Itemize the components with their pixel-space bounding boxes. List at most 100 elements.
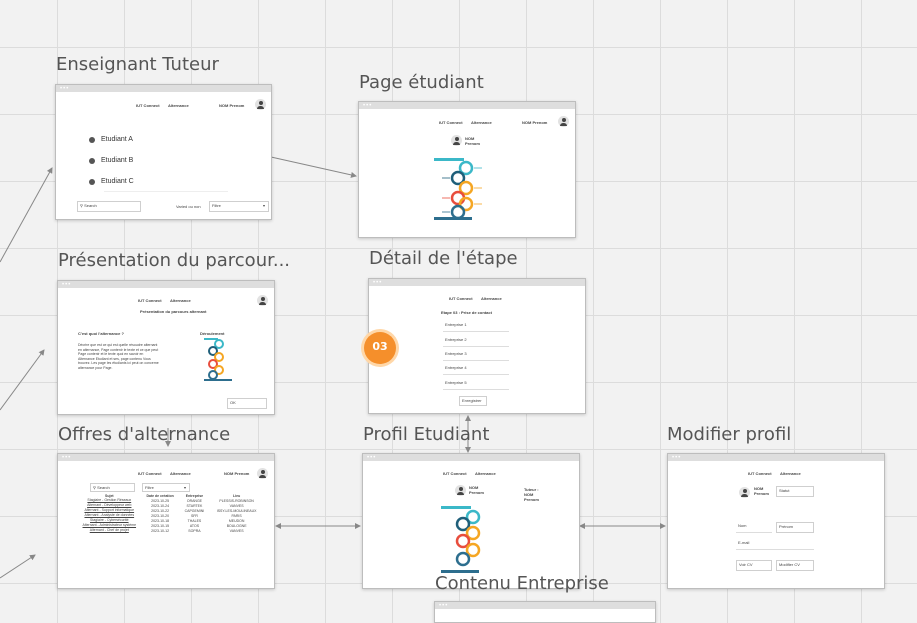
company-row[interactable]: Entreprise 2 — [443, 336, 509, 347]
prenom-field[interactable]: Prénom — [776, 522, 814, 533]
company-row[interactable]: Entreprise 4 — [443, 364, 509, 375]
nom-field[interactable]: Nom — [736, 522, 772, 533]
filter-select[interactable]: Filtre ▾ — [142, 483, 190, 492]
window-bar: ••• — [369, 279, 585, 286]
search-icon: ⚲ — [80, 203, 83, 208]
table-cell: 2023-10-22 — [151, 508, 170, 513]
column-header[interactable]: Date de création — [146, 494, 174, 498]
nav-section[interactable]: Alternance — [471, 120, 492, 125]
frame-enseignant-tuteur[interactable]: ••• IUT Connect Alternance NOM Prenom Et… — [55, 84, 272, 220]
avatar-icon[interactable] — [257, 295, 268, 306]
frame-offres-alternance[interactable]: ••• IUT Connect Alternance NOM Prenom ⚲ … — [57, 453, 275, 589]
user-icon — [89, 157, 95, 164]
nav-section[interactable]: Alternance — [170, 298, 191, 303]
window-bar: ••• — [359, 102, 575, 109]
nav-section[interactable]: Alternance — [168, 103, 189, 108]
table-cell: CAPGEMINI — [184, 508, 205, 513]
student-avatar-icon — [739, 487, 750, 498]
filter-value: Filtre — [145, 485, 154, 490]
student-label: Etudiant B — [101, 157, 134, 164]
nav-section[interactable]: Alternance — [780, 471, 801, 476]
offers-table: Sujet Date de création Entreprise Lieu S… — [78, 494, 264, 533]
steps-title: Déroulement — [200, 331, 225, 336]
table-cell: Alternant - Administrateur système — [82, 522, 137, 527]
brand: IUT Connect — [138, 298, 162, 303]
view-cv-button[interactable]: Voir CV — [736, 560, 772, 571]
step-heading: Etape 03 : Prise de contact — [441, 310, 492, 315]
student-item[interactable]: Etudiant C — [89, 178, 134, 185]
table-header-row: Sujet Date de création Entreprise Lieu — [78, 494, 264, 498]
nav-section[interactable]: Alternance — [481, 296, 502, 301]
company-row[interactable]: Entreprise 1 — [443, 321, 509, 332]
frame-title-presentation: Présentation du parcour... — [58, 250, 291, 271]
table-cell: ORANGE — [186, 498, 203, 503]
avatar-icon[interactable] — [257, 468, 268, 479]
user-icon — [89, 136, 95, 143]
email-field[interactable]: E-mail — [736, 539, 814, 550]
table-cell: 2023-10-24 — [151, 503, 170, 508]
chevron-down-icon: ▾ — [183, 485, 186, 490]
company-row[interactable]: Entreprise 5 — [443, 379, 509, 390]
nav-section[interactable]: Alternance — [170, 471, 191, 476]
table-cell: PARIS — [231, 513, 242, 518]
frame-detail-etape[interactable]: ••• IUT Connect Alternance Etape 03 : Pr… — [368, 278, 586, 414]
company-row[interactable]: Entreprise 3 — [443, 350, 509, 361]
avatar-icon[interactable] — [558, 116, 569, 127]
save-button[interactable]: Enregistrer — [459, 396, 487, 406]
table-cell: Alternant - Chef de projet — [89, 527, 129, 532]
student-avatar-icon — [451, 135, 462, 146]
search-input[interactable]: ⚲ Search — [77, 201, 141, 212]
edit-cv-button[interactable]: Modifier CV — [776, 560, 814, 571]
search-placeholder: Search — [84, 203, 97, 208]
table-row[interactable]: Alternant - Analyste de données 2023-10-2… — [78, 513, 264, 518]
search-input[interactable]: ⚲ Search — [90, 483, 135, 492]
table-cell: ATOS — [189, 523, 200, 528]
table-row[interactable]: Alternant - Développeur web 2023-10-24 STA… — [78, 503, 264, 508]
column-header[interactable]: Entreprise — [185, 494, 204, 498]
student-item[interactable]: Etudiant B — [89, 157, 133, 164]
status-field[interactable]: Statut — [776, 486, 814, 497]
table-cell: VANVES — [229, 503, 244, 508]
frame-profil-etudiant[interactable]: ••• IUT Connect Alternance NOM Prenom Tu… — [362, 453, 580, 589]
window-bar: ••• — [435, 602, 655, 609]
frame-contenu-entreprise[interactable]: ••• — [434, 601, 656, 623]
frame-title-profil: Profil Etudiant — [363, 424, 490, 445]
frame-title-page-etudiant: Page étudiant — [359, 72, 484, 93]
student-label: Etudiant C — [101, 178, 134, 185]
brand: IUT Connect — [449, 296, 473, 301]
table-cell: MEUDON — [228, 518, 245, 523]
column-header[interactable]: Sujet — [105, 494, 114, 498]
student-avatar-icon — [455, 485, 466, 496]
frame-presentation[interactable]: ••• IUT Connect Alternance Présentation … — [57, 280, 275, 415]
brand: IUT Connect — [439, 120, 463, 125]
table-cell: Stagiaire - Cybersécurité — [90, 517, 129, 522]
nav-section[interactable]: Alternance — [475, 471, 496, 476]
steps-infographic — [441, 506, 481, 573]
frame-modifier-profil[interactable]: ••• IUT Connect Alternance NOM Prenom St… — [667, 453, 885, 589]
student-label: Etudiant A — [101, 136, 133, 143]
table-cell: STARTEK — [186, 503, 203, 508]
student-name: NOM Prenom — [465, 136, 480, 146]
student-item[interactable]: Etudiant A — [89, 136, 133, 143]
steps-infographic — [434, 158, 482, 220]
filter-value: Filtre — [212, 203, 221, 208]
filter-select[interactable]: Filtre▾ — [209, 201, 269, 212]
brand: IUT Connect — [138, 471, 162, 476]
frame-title-modifier: Modifier profil — [667, 424, 792, 445]
window-bar: ••• — [668, 454, 884, 461]
ok-button[interactable]: OK — [227, 398, 267, 409]
table-cell: 2023-10-20 — [151, 513, 170, 518]
table-cell: 2023-10-25 — [151, 498, 170, 503]
table-cell: Alternant - Développeur web — [87, 502, 132, 507]
table-cell: ISSY-LES-MOULINEAUX — [216, 508, 257, 513]
frame-page-etudiant[interactable]: ••• IUT Connect Alternance NOM Prenom NO… — [358, 101, 576, 238]
table-cell: Alternant - Analyste de données — [84, 512, 135, 517]
column-header[interactable]: Lieu — [233, 494, 241, 498]
window-bar: ••• — [363, 454, 579, 461]
avatar-icon[interactable] — [255, 99, 266, 110]
